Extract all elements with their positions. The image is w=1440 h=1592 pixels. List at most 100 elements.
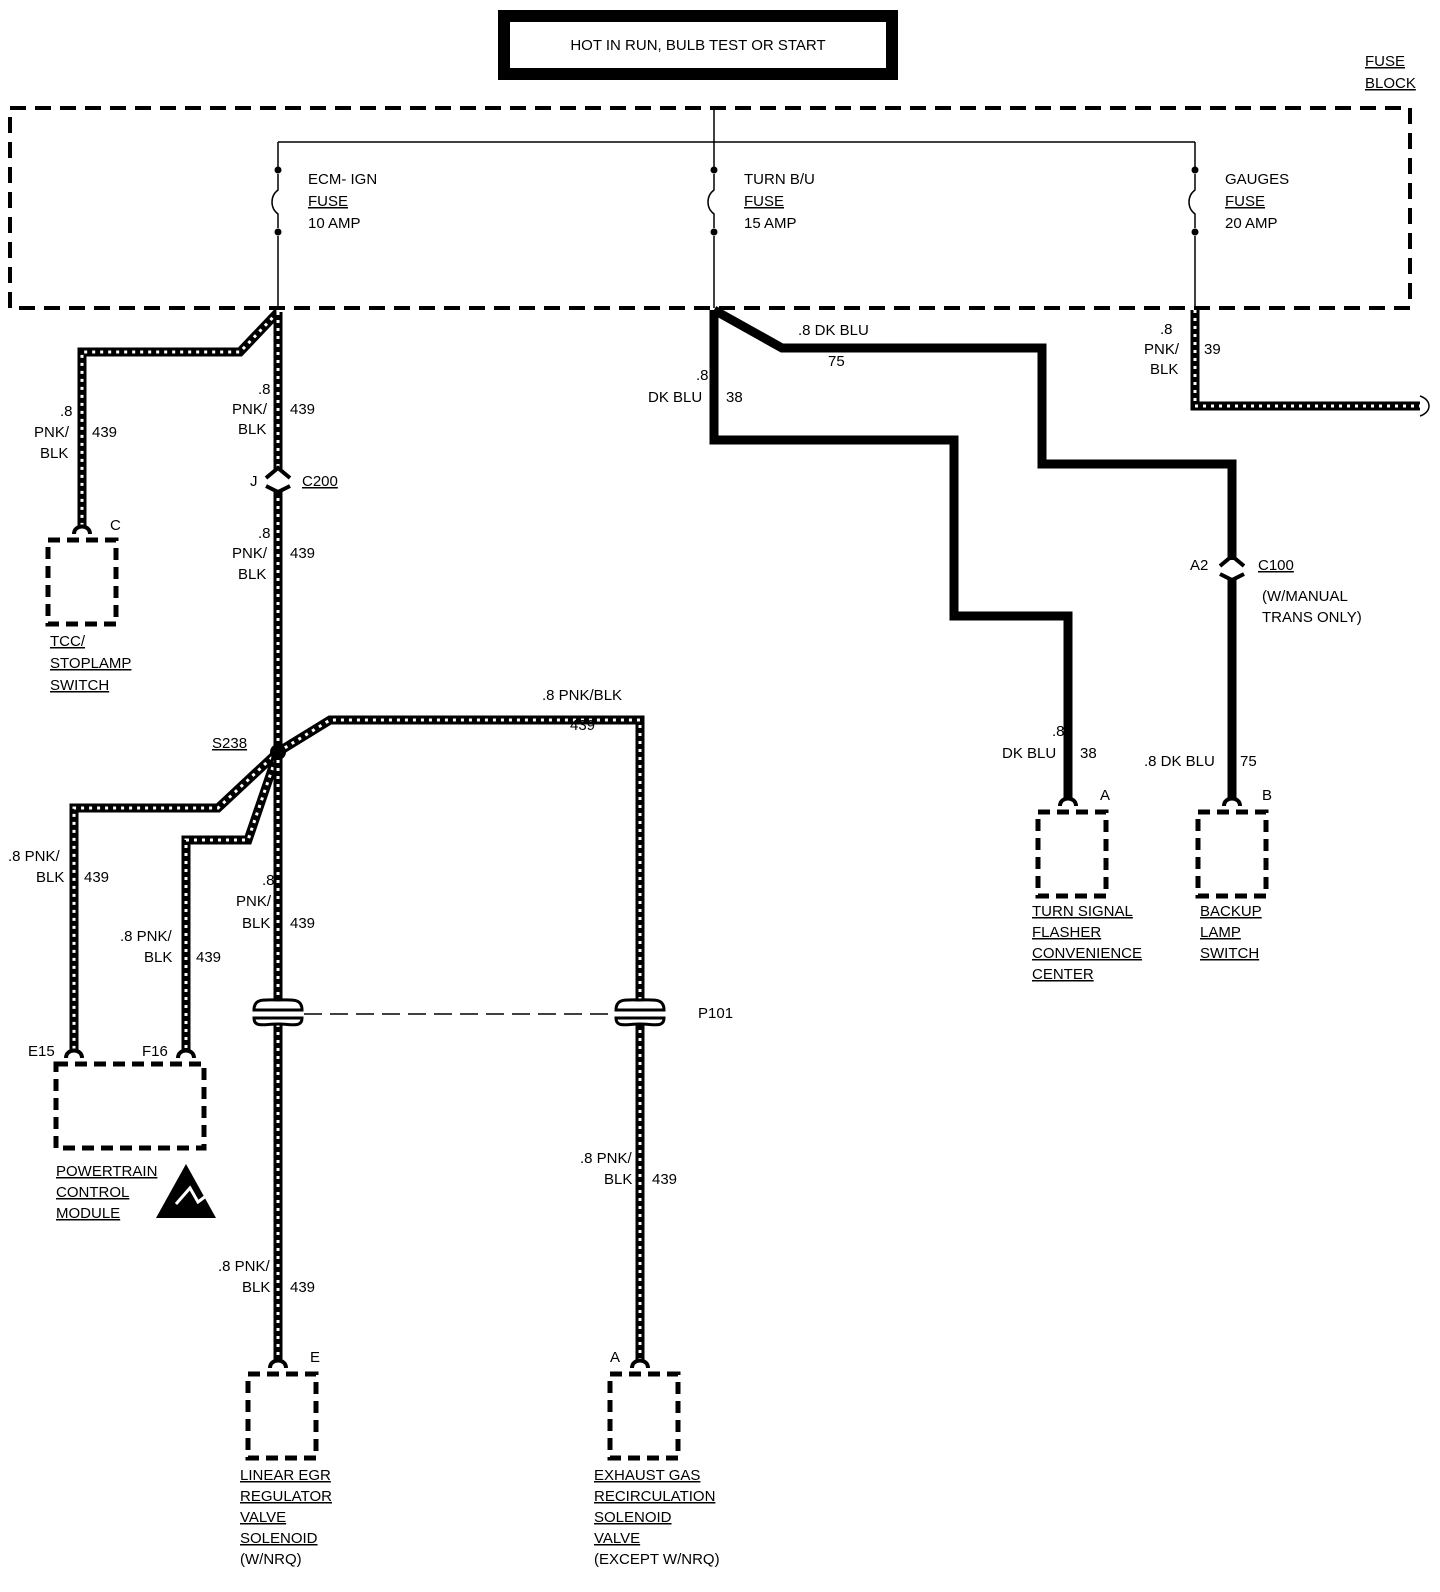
- svg-text:STOPLAMP: STOPLAMP: [50, 655, 131, 672]
- svg-text:TCC/: TCC/: [50, 633, 86, 650]
- svg-text:BLK: BLK: [242, 1279, 270, 1296]
- svg-text:.8: .8: [1160, 321, 1173, 338]
- svg-text:POWERTRAIN: POWERTRAIN: [56, 1163, 157, 1180]
- svg-text:439: 439: [92, 424, 117, 441]
- circuit-38-75-39: [709, 306, 1430, 800]
- wire-label-439-top-right: .8 PNK/BLK 439: [542, 687, 622, 734]
- backup-lamp-switch: B BACKUP LAMP SWITCH: [1195, 787, 1272, 962]
- svg-text:(EXCEPT W/NRQ): (EXCEPT W/NRQ): [594, 1551, 720, 1568]
- svg-text:(W/NRQ): (W/NRQ): [240, 1551, 302, 1568]
- svg-text:38: 38: [1080, 745, 1097, 762]
- svg-text:PNK/: PNK/: [232, 401, 268, 418]
- svg-text:39: 39: [1204, 341, 1221, 358]
- svg-text:PNK/: PNK/: [34, 424, 70, 441]
- wire-label-439-trunk2: .8 PNK/ BLK 439: [232, 525, 315, 583]
- p101-name: P101: [698, 1005, 733, 1022]
- wire-label-439-e15: .8 PNK/ BLK 439: [8, 848, 109, 886]
- svg-text:.8: .8: [262, 872, 275, 889]
- svg-text:MODULE: MODULE: [56, 1205, 120, 1222]
- header-title: HOT IN RUN, BULB TEST OR START: [570, 37, 825, 54]
- fuse-turn-rating: 15 AMP: [744, 215, 797, 232]
- svg-text:439: 439: [290, 915, 315, 932]
- fuse-gauges-type: FUSE: [1225, 193, 1265, 210]
- wire-label-439-linear-egr: .8 PNK/ BLK 439: [218, 1258, 315, 1296]
- svg-text:CENTER: CENTER: [1032, 966, 1094, 983]
- c200-name: C200: [302, 473, 338, 490]
- c100-note-1: (W/MANUAL: [1262, 588, 1348, 605]
- turn-signal-flasher: A TURN SIGNAL FLASHER CONVENIENCE CENTER: [1032, 787, 1142, 983]
- circuit-439: [69, 308, 645, 1362]
- svg-text:.8 DK BLU: .8 DK BLU: [1144, 753, 1215, 770]
- fuse-gauges: GAUGES FUSE 20 AMP: [1188, 166, 1289, 308]
- fuse-bus: [277, 108, 1196, 168]
- svg-text:DK BLU: DK BLU: [648, 389, 702, 406]
- fuse-turn-name: TURN B/U: [744, 171, 815, 188]
- svg-text:FLASHER: FLASHER: [1032, 924, 1101, 941]
- svg-text:.8: .8: [60, 403, 73, 420]
- c200-pin: J: [250, 473, 258, 490]
- wire-label-39: .8 PNK/ BLK 39: [1144, 321, 1221, 378]
- svg-text:BLK: BLK: [238, 566, 266, 583]
- svg-text:.8 DK BLU: .8 DK BLU: [798, 322, 869, 339]
- svg-text:PNK/: PNK/: [236, 893, 272, 910]
- wire-label-38-top: .8 DK BLU 38: [648, 367, 743, 406]
- svg-text:RECIRCULATION: RECIRCULATION: [594, 1488, 715, 1505]
- svg-text:BLK: BLK: [36, 869, 64, 886]
- svg-text:TURN SIGNAL: TURN SIGNAL: [1032, 903, 1133, 920]
- connector-c200: J C200: [250, 465, 338, 495]
- wire-label-38-bottom: .8 DK BLU 38: [1002, 723, 1097, 762]
- svg-text:.8: .8: [1052, 723, 1065, 740]
- wire-label-75-bottom: .8 DK BLU 75: [1144, 753, 1257, 770]
- svg-text:BLK: BLK: [40, 445, 68, 462]
- svg-text:A: A: [610, 1349, 620, 1366]
- svg-text:DK BLU: DK BLU: [1002, 745, 1056, 762]
- svg-text:BLK: BLK: [144, 949, 172, 966]
- wire-label-439-left: .8 PNK/ BLK 439: [34, 403, 117, 462]
- svg-text:439: 439: [652, 1171, 677, 1188]
- svg-text:CONTROL: CONTROL: [56, 1184, 129, 1201]
- fuse-ecm-rating: 10 AMP: [308, 215, 361, 232]
- header-box: HOT IN RUN, BULB TEST OR START: [498, 10, 898, 80]
- svg-text:75: 75: [828, 353, 845, 370]
- fuse-block-label-1: FUSE: [1365, 53, 1405, 70]
- fuse-turn-bu: TURN B/U FUSE 15 AMP: [707, 166, 815, 308]
- splice-s238: [270, 744, 286, 760]
- svg-text:38: 38: [726, 389, 743, 406]
- svg-text:F16: F16: [142, 1043, 168, 1060]
- c100-pin: A2: [1190, 557, 1208, 574]
- svg-text:BACKUP: BACKUP: [1200, 903, 1262, 920]
- fuse-turn-type: FUSE: [744, 193, 784, 210]
- wire-label-439-trunk: .8 PNK/ BLK 439: [232, 381, 315, 438]
- fuse-gauges-rating: 20 AMP: [1225, 215, 1278, 232]
- svg-text:439: 439: [196, 949, 221, 966]
- svg-text:SOLENOID: SOLENOID: [594, 1509, 672, 1526]
- svg-text:SWITCH: SWITCH: [50, 677, 109, 694]
- svg-text:.8: .8: [258, 381, 271, 398]
- svg-text:439: 439: [290, 1279, 315, 1296]
- svg-text:PNK/: PNK/: [232, 545, 268, 562]
- fuse-ecm-name: ECM- IGN: [308, 171, 377, 188]
- svg-text:BLK: BLK: [604, 1171, 632, 1188]
- linear-egr-solenoid: E LINEAR EGR REGULATOR VALVE SOLENOID (W…: [240, 1349, 332, 1568]
- tcc-stoplamp-switch: C TCC/ STOPLAMP SWITCH: [45, 517, 131, 694]
- s238-label: S238: [212, 735, 247, 752]
- c100-name: C100: [1258, 557, 1294, 574]
- svg-text:B: B: [1262, 787, 1272, 804]
- svg-text:75: 75: [1240, 753, 1257, 770]
- svg-text:CONVENIENCE: CONVENIENCE: [1032, 945, 1142, 962]
- svg-text:.8 PNK/: .8 PNK/: [218, 1258, 271, 1275]
- svg-text:REGULATOR: REGULATOR: [240, 1488, 332, 1505]
- svg-text:.8: .8: [696, 367, 709, 384]
- svg-text:E15: E15: [28, 1043, 55, 1060]
- fuse-ecm-type: FUSE: [308, 193, 348, 210]
- svg-text:VALVE: VALVE: [240, 1509, 286, 1526]
- fuse-block-label-2: BLOCK: [1365, 75, 1416, 92]
- svg-text:BLK: BLK: [242, 915, 270, 932]
- svg-text:E: E: [310, 1349, 320, 1366]
- svg-text:PNK/: PNK/: [1144, 341, 1180, 358]
- svg-text:SOLENOID: SOLENOID: [240, 1530, 318, 1547]
- svg-text:LAMP: LAMP: [1200, 924, 1241, 941]
- fuse-ecm-ign: ECM- IGN FUSE 10 AMP: [271, 166, 377, 308]
- svg-text:C: C: [110, 517, 121, 534]
